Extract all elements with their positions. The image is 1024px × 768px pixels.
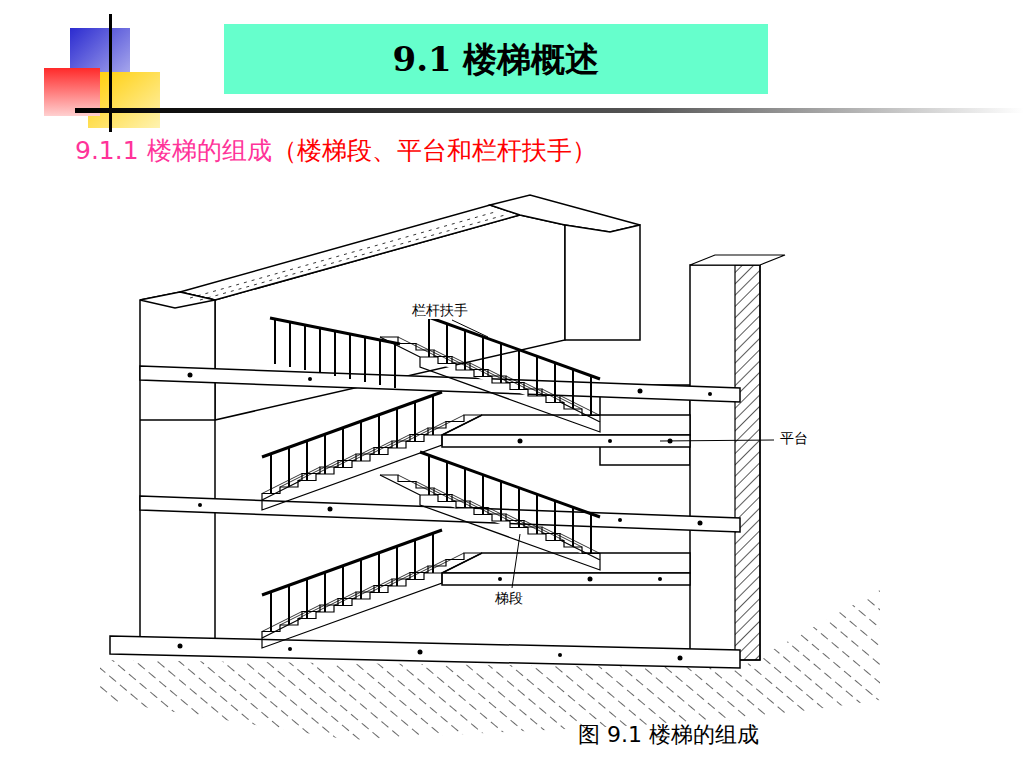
stair-flight [262, 392, 482, 510]
section-heading: （楼梯段、平台和栏杆扶手） [272, 136, 597, 166]
landing-dots [498, 439, 673, 582]
top-railing [270, 318, 400, 388]
slab-dots [178, 373, 713, 661]
landing [442, 415, 690, 585]
title-band: 9.1 楼梯概述 [224, 24, 768, 94]
stair-flight [380, 452, 600, 570]
column [690, 255, 785, 660]
stair-flight [262, 530, 482, 648]
slide-title: 9.1 楼梯概述 [393, 39, 600, 80]
parapet-hatch [190, 212, 505, 300]
part-label: 平台 [778, 430, 810, 447]
leader-line [452, 320, 774, 588]
walls [140, 195, 690, 650]
floor-slab [110, 366, 740, 668]
part-label: 栏杆扶手 [410, 302, 470, 319]
part-label: 梯段 [493, 590, 525, 607]
figure-caption: 图 9.1 楼梯的组成 [578, 722, 759, 748]
stair-flight [380, 314, 600, 432]
ground-hatch [100, 590, 880, 740]
rule-line [75, 108, 1024, 113]
section-heading: 9.1.1 楼梯的组成 [75, 136, 272, 166]
deco-line [109, 14, 112, 132]
